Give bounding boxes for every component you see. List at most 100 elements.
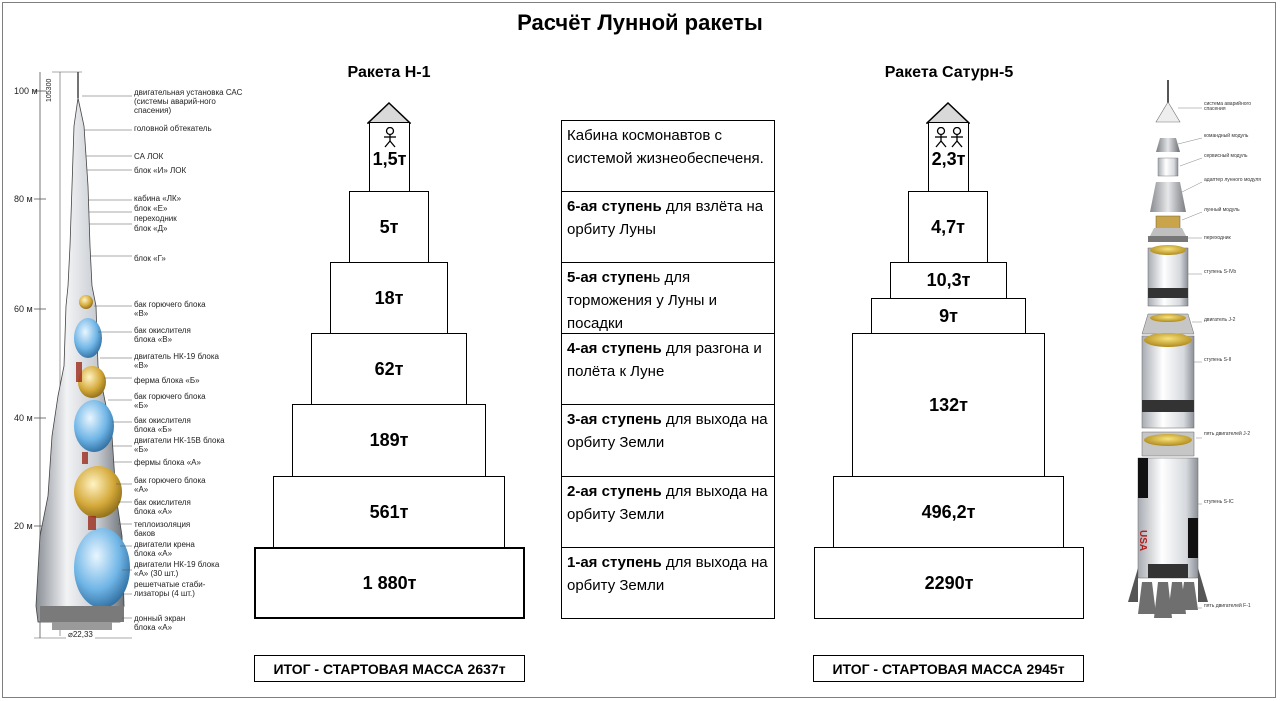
saturn-cabin-roof	[926, 102, 970, 124]
n1-stage-mass: 1,5т	[372, 149, 407, 169]
stage-description: 4-ая ступень для разгона и полёта к Луне	[561, 333, 775, 405]
n1-label: переходник	[134, 214, 177, 223]
n1-label: блок «Г»	[134, 254, 166, 263]
stage-name: 1-ая ступень	[567, 554, 662, 571]
page-title: Расчёт Лунной ракеты	[517, 10, 763, 35]
bottom-dimension: ⌀22,33	[66, 630, 95, 639]
n1-stage-mass: 561т	[369, 501, 409, 522]
saturn-cabin: 2,3т	[928, 122, 969, 192]
stage-purpose: для выхода на орбиту Земли	[567, 411, 768, 451]
stage-purpose: для разгона и полёта к Луне	[567, 340, 762, 380]
saturn-stage-block: 496,2т	[833, 476, 1064, 548]
n1-stage-mass: 18т	[374, 287, 404, 308]
n1-rocket-drawing	[34, 71, 132, 639]
stage-description: 5-ая ступень для торможения у Луны и пос…	[561, 262, 775, 334]
stage-name: 4-ая ступень	[567, 340, 662, 357]
stage-description: Кабина космонавтов с системой жизнеобесп…	[561, 120, 775, 192]
stage-purpose: для взлёта на орбиту Луны	[567, 198, 764, 238]
saturn-label: пять двигателей F-1	[1204, 603, 1251, 609]
n1-label: двигатели крена блока «А»	[134, 540, 195, 558]
saturn-label: адаптер лунного модуля	[1204, 177, 1262, 183]
stage-purpose: для выхода на орбиту Земли	[567, 554, 768, 594]
n1-label: двигатели НК-19 блока «А» (30 шт.)	[134, 560, 220, 578]
n1-stage-mass: 1 880т	[362, 572, 417, 593]
n1-stage-block: 561т	[273, 476, 505, 548]
saturn-label: лунный модуль	[1204, 207, 1240, 213]
n1-total: ИТОГ - СТАРТОВАЯ МАССА 2637т	[254, 655, 525, 682]
n1-label: головной обтекатель	[134, 124, 212, 133]
n1-label: бак горючего блока «А»	[134, 476, 206, 494]
saturn-label: переходник	[1204, 235, 1231, 241]
n1-label: теплоизоляция баков	[134, 520, 191, 538]
stage-description: 1-ая ступень для выхода на орбиту Земли	[561, 547, 775, 619]
n1-label: бак окислителя блока «А»	[134, 498, 191, 516]
n1-label: донный экран блока «А»	[134, 614, 186, 632]
saturn-label: система аварийного спасения	[1204, 101, 1251, 112]
n1-label: ферма блока «Б»	[134, 376, 200, 385]
n1-illustration: 100 м 80 м 60 м 40 м 20 м 105300 ⌀22,33 …	[12, 66, 252, 646]
n1-label: блок «Е»	[134, 204, 168, 213]
stage-purpose: ь для торможения у Луны и посадки	[567, 269, 717, 332]
n1-stage-block: 189т	[292, 404, 486, 477]
height-tick-20: 20 м	[14, 521, 33, 531]
saturn-stage-block: 132т	[852, 333, 1045, 477]
saturn-stage-mass: 2290т	[924, 572, 974, 593]
saturn-stage-block: 4,7т	[908, 191, 988, 263]
n1-label: бак окислителя блока «Б»	[134, 416, 191, 434]
saturn-label: двигатель J-2	[1204, 317, 1236, 323]
saturn-label: ступень S-IVb	[1204, 269, 1237, 275]
n1-cabin: 1,5т	[369, 122, 410, 192]
saturn-stage-mass: 132т	[929, 394, 968, 415]
n1-stage-block: 18т	[330, 262, 448, 334]
astronauts-icon	[935, 127, 963, 148]
saturn-stage-mass: 496,2т	[921, 501, 976, 522]
saturn-label: ступень S-IC	[1204, 499, 1234, 505]
height-tick-40: 40 м	[14, 413, 33, 423]
saturn-title: Ракета Сатурн-5	[884, 64, 1014, 81]
saturn-illustration: USA система аварийного спасения командны…	[1120, 78, 1270, 638]
n1-label: бак окислителя блока «В»	[134, 326, 191, 344]
stage-name: 2-ая ступень	[567, 483, 662, 500]
saturn-rocket-drawing	[1128, 80, 1208, 618]
saturn-label: сервисный модуль	[1204, 153, 1248, 159]
saturn-stage-block: 10,3т	[890, 262, 1007, 299]
n1-stage-mass: 62т	[374, 358, 404, 379]
n1-stage-mass: 5т	[379, 216, 399, 237]
n1-label: бак горючего блока «В»	[134, 300, 206, 318]
n1-label: блок «И» ЛОК	[134, 166, 187, 175]
n1-label: двигатели НК-15В блока «Б»	[134, 436, 225, 454]
stage-description: 2-ая ступень для выхода на орбиту Земли	[561, 476, 775, 548]
n1-label: СА ЛОК	[134, 152, 164, 161]
n1-stage-block: 5т	[349, 191, 429, 263]
saturn-total: ИТОГ - СТАРТОВАЯ МАССА 2945т	[813, 655, 1084, 682]
n1-title: Ракета Н-1	[347, 64, 431, 81]
saturn-stage-block: 2290т	[814, 547, 1084, 619]
stage-description: 3-ая ступень для выхода на орбиту Земли	[561, 404, 775, 477]
saturn-stage-mass: 10,3т	[926, 270, 971, 290]
saturn-label: командный модуль	[1204, 133, 1249, 139]
n1-label: двигательная установка САС (системы авар…	[134, 88, 243, 115]
saturn-label: пять двигателей J-2	[1204, 431, 1251, 437]
saturn-label: ступень S-II	[1204, 357, 1232, 363]
n1-label: блок «Д»	[134, 224, 168, 233]
stage-name: 5-ая ступен	[567, 269, 653, 286]
usa-mark: USA	[1137, 530, 1148, 552]
stage-description: 6-ая ступень для взлёта на орбиту Луны	[561, 191, 775, 263]
height-tick-100: 100 м	[14, 86, 38, 96]
n1-label: решетчатые стаби-лизаторы (4 шт.)	[134, 580, 206, 598]
height-tick-60: 60 м	[14, 304, 33, 314]
n1-label: бак горючего блока «Б»	[134, 392, 206, 410]
top-dimension: 105300	[46, 78, 53, 102]
n1-stage-block: 62т	[311, 333, 467, 405]
saturn-stage-block: 9т	[871, 298, 1026, 334]
saturn-stage-mass: 9т	[939, 305, 958, 326]
n1-label: двигатель НК-19 блока «В»	[134, 352, 219, 370]
stage-name: 3-ая ступень	[567, 411, 662, 428]
n1-stage-block: 1 880т	[254, 547, 525, 619]
stage-purpose: для выхода на орбиту Земли	[567, 483, 768, 523]
n1-stage-mass: 189т	[369, 430, 409, 450]
stage-purpose: Кабина космонавтов с системой жизнеобесп…	[567, 127, 764, 167]
n1-label: фермы блока «А»	[134, 458, 201, 467]
height-tick-80: 80 м	[14, 194, 33, 204]
